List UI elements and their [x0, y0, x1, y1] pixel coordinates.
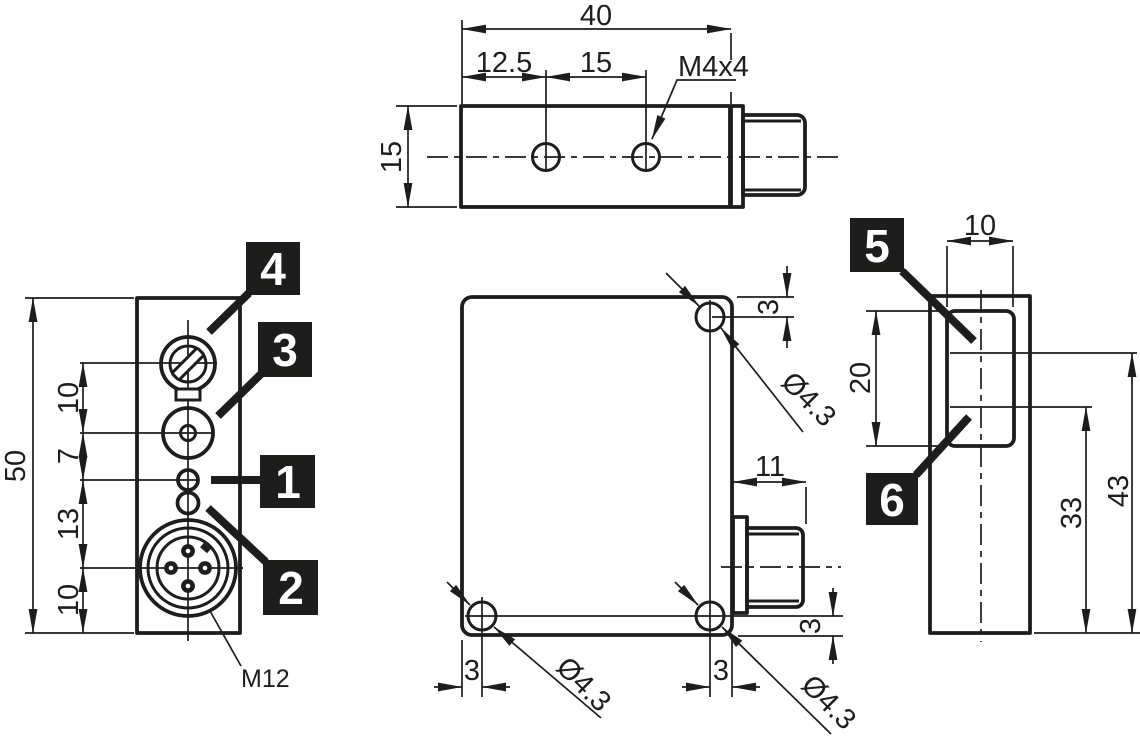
- dim-text-lower-axis: 33: [1056, 497, 1088, 529]
- callout-number-6: 6: [879, 474, 905, 526]
- dim-text-overall-height: 50: [0, 450, 32, 482]
- mounting-hole-bottom-right: [694, 600, 726, 632]
- side-connector-body: [745, 526, 805, 609]
- dim-text-seg2: 7: [53, 448, 85, 464]
- dia-callout-bottom-left-hole: Ø4.3: [446, 581, 617, 719]
- dim-text-hole-br-horizontal: 3: [713, 655, 729, 687]
- connector-key-notch: [200, 542, 211, 554]
- dim-window-height: 20: [845, 310, 944, 447]
- connector-pin: [164, 561, 178, 575]
- dim-text-seg4: 10: [53, 584, 85, 616]
- dim-text-connector-length: 11: [755, 451, 785, 483]
- callout-box-2: [263, 560, 318, 615]
- dim-window-width: 10: [946, 210, 1014, 307]
- callout-4-leader: [206, 290, 252, 335]
- callout-5-leader: [899, 268, 977, 344]
- potentiometer-slot: [171, 347, 205, 381]
- m12-label-leader: [209, 610, 242, 667]
- dim-text-hole-br-vertical: 3: [795, 618, 827, 634]
- optical-window-outline: [945, 309, 1016, 448]
- connector-pin: [198, 561, 212, 575]
- connector-pin: [181, 579, 195, 593]
- potentiometer: [159, 335, 217, 402]
- dia-text-top-hole: Ø4.3: [775, 366, 842, 433]
- dim-hole-top-offset: 3: [712, 266, 794, 348]
- top-view: 40 12.5 15 15 M4x4: [376, 0, 843, 209]
- dim-text-hole1-offset: 12.5: [476, 47, 532, 79]
- dim-lower-axis: 33: [1056, 406, 1091, 634]
- dia-text-bottom-right-hole: Ø4.3: [795, 669, 862, 736]
- dim-text-upper-axis: 43: [1103, 475, 1135, 507]
- dim-hole-bottom-right-vertical: 3: [738, 588, 843, 664]
- callout-number-1: 1: [275, 456, 301, 508]
- dim-text-overall-width: 40: [580, 0, 612, 32]
- callout-number-3: 3: [272, 324, 298, 376]
- callout-2-leader: [205, 505, 269, 565]
- dia-text-bottom-left-hole: Ø4.3: [550, 651, 617, 718]
- front-view-body-outline: [135, 296, 242, 635]
- callout-3-leader: [215, 371, 264, 419]
- right-view: 10 20 43 33 5 6: [845, 210, 1140, 642]
- top-view-extension-lines: [396, 20, 732, 208]
- front-view: 50 10 7 13 10 4 3 1 2 M12: [0, 242, 318, 693]
- mounting-hole-bottom-left: [466, 600, 498, 632]
- connector-pin: [181, 544, 195, 558]
- dim-text-hole-bl-horizontal: 3: [464, 655, 480, 687]
- dim-text-top-height: 15: [376, 141, 408, 173]
- potentiometer-tab: [174, 387, 202, 402]
- top-view-connector: [741, 113, 807, 197]
- side-view-centerlines: [465, 300, 843, 697]
- side-connector-flange: [731, 515, 749, 615]
- callout-number-4: 4: [260, 243, 286, 295]
- callout-number-2: 2: [278, 562, 304, 614]
- dim-text-seg3: 13: [53, 508, 85, 540]
- indicator-led-1: [176, 468, 200, 492]
- callout-box-4: [246, 242, 300, 295]
- m12-label: M12: [241, 665, 290, 693]
- dim-text-hole-top-offset: 3: [753, 299, 785, 315]
- dim-text-window-width: 10: [964, 210, 996, 242]
- dim-text-window-height: 20: [845, 362, 877, 394]
- indicator-led-2: [175, 490, 201, 516]
- thread-label: M4x4: [678, 51, 749, 83]
- callout-box-6: [866, 473, 918, 525]
- dim-connector-length: 11: [732, 451, 807, 524]
- m12-connector-face: [138, 518, 238, 618]
- dim-upper-axis: 43: [1103, 352, 1137, 634]
- dim-text-seg1: 10: [53, 382, 85, 414]
- callout-box-3: [258, 322, 312, 377]
- display-window: [161, 406, 215, 460]
- thread-callout-leader: [651, 79, 736, 140]
- side-view-body-outline: [460, 295, 734, 637]
- callout-box-1: [260, 455, 315, 508]
- dim-text-hole-spacing: 15: [580, 47, 612, 79]
- callout-box-5: [850, 218, 904, 272]
- side-view: 3 Ø4.3 11 3 3 3: [434, 266, 862, 736]
- dim-hole-bottom-right-horizontal: 3: [682, 640, 760, 697]
- dim-hole-bottom-left-horizontal: 3: [434, 640, 510, 697]
- callout-number-5: 5: [864, 220, 890, 272]
- callout-6-leader: [913, 414, 972, 478]
